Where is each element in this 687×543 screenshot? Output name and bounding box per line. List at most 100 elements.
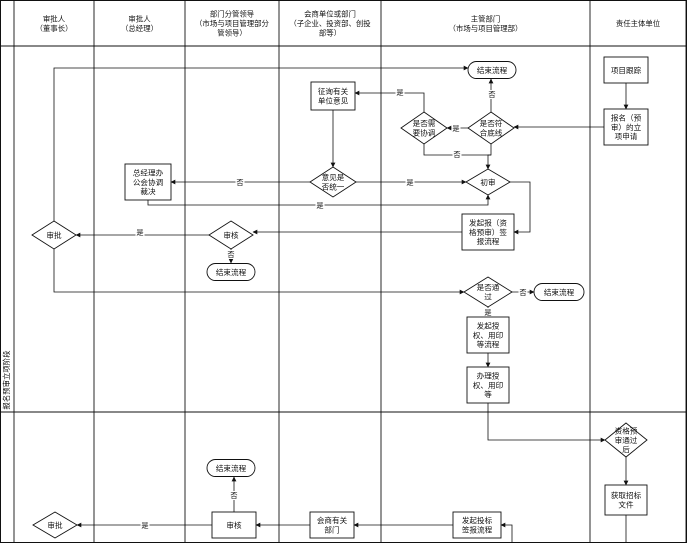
node-label: 等 <box>484 389 492 399</box>
process-box <box>603 108 649 146</box>
node-label: 审批 <box>46 230 62 240</box>
node-label: 结束流程 <box>216 463 247 473</box>
connector-line <box>500 522 513 543</box>
connector-line <box>53 65 469 221</box>
edge-label-yes: 是 <box>396 88 403 97</box>
connector-line <box>354 90 425 112</box>
edge-label-yes: 是 <box>136 228 143 237</box>
edge-label-bg <box>235 178 245 187</box>
process-box <box>604 484 648 516</box>
column-header-gm: （总经理） <box>121 24 158 33</box>
edge-label-yes: 是 <box>484 308 491 317</box>
node-project-track: 项目跟踪 <box>603 56 649 84</box>
flow-nodes: 结束流程项目跟踪征询有关单位意见是否需要协调是否符合底线报名（预审）的立项申请总… <box>31 56 649 539</box>
node-label: 是否需 <box>413 119 436 128</box>
node-label: 意见是 <box>322 172 345 182</box>
node-label: 项申请 <box>615 131 638 141</box>
node-end-mid: 结束流程 <box>206 263 256 281</box>
node-label: 合底线 <box>480 127 503 137</box>
process-box <box>461 213 515 251</box>
node-label: 文件 <box>618 499 634 509</box>
node-label: 报流程 <box>477 236 500 246</box>
node-label: 审）的立 <box>611 122 642 132</box>
node-label: 结束流程 <box>216 267 247 277</box>
process-box <box>211 511 257 539</box>
column-header-units: 会商单位或部门 <box>304 10 356 19</box>
edge-label-no: 否 <box>227 250 234 259</box>
node-label: 要协调 <box>413 127 436 137</box>
edge-label-no: 否 <box>236 178 243 187</box>
node-label: 结束流程 <box>544 287 575 297</box>
edge-label-bg <box>395 88 405 97</box>
node-label: 结束流程 <box>477 65 508 75</box>
decision-diamond <box>467 111 515 145</box>
node-label: 否统一 <box>322 181 345 191</box>
stage-labels: 报名预审立项阶段 <box>2 350 11 410</box>
stage-label: 报名预审立项阶段 <box>2 350 11 410</box>
edge-label-yes: 是 <box>316 201 323 210</box>
edge-label-yes: 是 <box>452 124 459 133</box>
column-header-units: 部等） <box>319 29 341 38</box>
decision-diamond <box>208 220 254 250</box>
process-box <box>466 316 510 354</box>
node-review-2: 审核 <box>211 511 257 539</box>
node-end-right: 结束流程 <box>533 283 585 301</box>
column-header-board: 审批人 <box>43 14 66 23</box>
edge-label-bg <box>226 250 236 259</box>
connector-line <box>53 249 465 295</box>
edge-label-bg <box>483 308 493 317</box>
node-label: 等流程 <box>477 339 500 349</box>
node-label: 过 <box>484 291 492 301</box>
node-label: 单位意见 <box>318 95 349 105</box>
node-label: 权、用印 <box>473 380 503 390</box>
process-box <box>452 511 502 539</box>
node-label: 审通过 <box>615 435 638 445</box>
node-label: 部门 <box>324 524 339 534</box>
column-header-dept: （市场与项目管理部） <box>449 24 523 33</box>
column-header-lead: 管领导） <box>217 29 247 38</box>
terminal-box <box>467 61 517 79</box>
node-label: 是否符 <box>480 118 503 128</box>
edge-label-bg <box>452 150 462 159</box>
process-box <box>603 56 649 84</box>
node-end-top: 结束流程 <box>467 61 517 79</box>
edge-label-bg <box>315 201 325 210</box>
edge-label-bg <box>229 491 239 500</box>
node-label: 获取招标 <box>611 490 642 500</box>
node-review-1: 审核 <box>208 220 254 250</box>
node-approve-2: 审批 <box>32 511 78 539</box>
terminal-box <box>533 283 585 301</box>
node-label: 公会协调 <box>133 177 164 187</box>
node-label: 初审 <box>480 177 495 187</box>
node-label: 办理授 <box>477 371 500 381</box>
process-box <box>466 366 510 404</box>
decision-diamond <box>31 220 77 250</box>
node-label: 审批 <box>47 520 63 530</box>
decision-diamond <box>604 422 648 458</box>
decision-diamond <box>32 511 78 539</box>
node-label: 资格预 <box>615 426 638 436</box>
node-label: 格预审）签 <box>469 227 507 237</box>
edge-label-yes: 是 <box>406 178 413 187</box>
node-label: 权、用印 <box>473 330 503 340</box>
column-header-board: （董事长） <box>36 24 73 33</box>
column-header-lead: （市场与项目管理部分 <box>195 19 270 28</box>
node-label: 发起报（资 <box>469 218 507 228</box>
node-label: 发起投标 <box>462 515 493 525</box>
node-label: 是否通 <box>477 282 500 292</box>
decision-diamond <box>400 111 448 145</box>
